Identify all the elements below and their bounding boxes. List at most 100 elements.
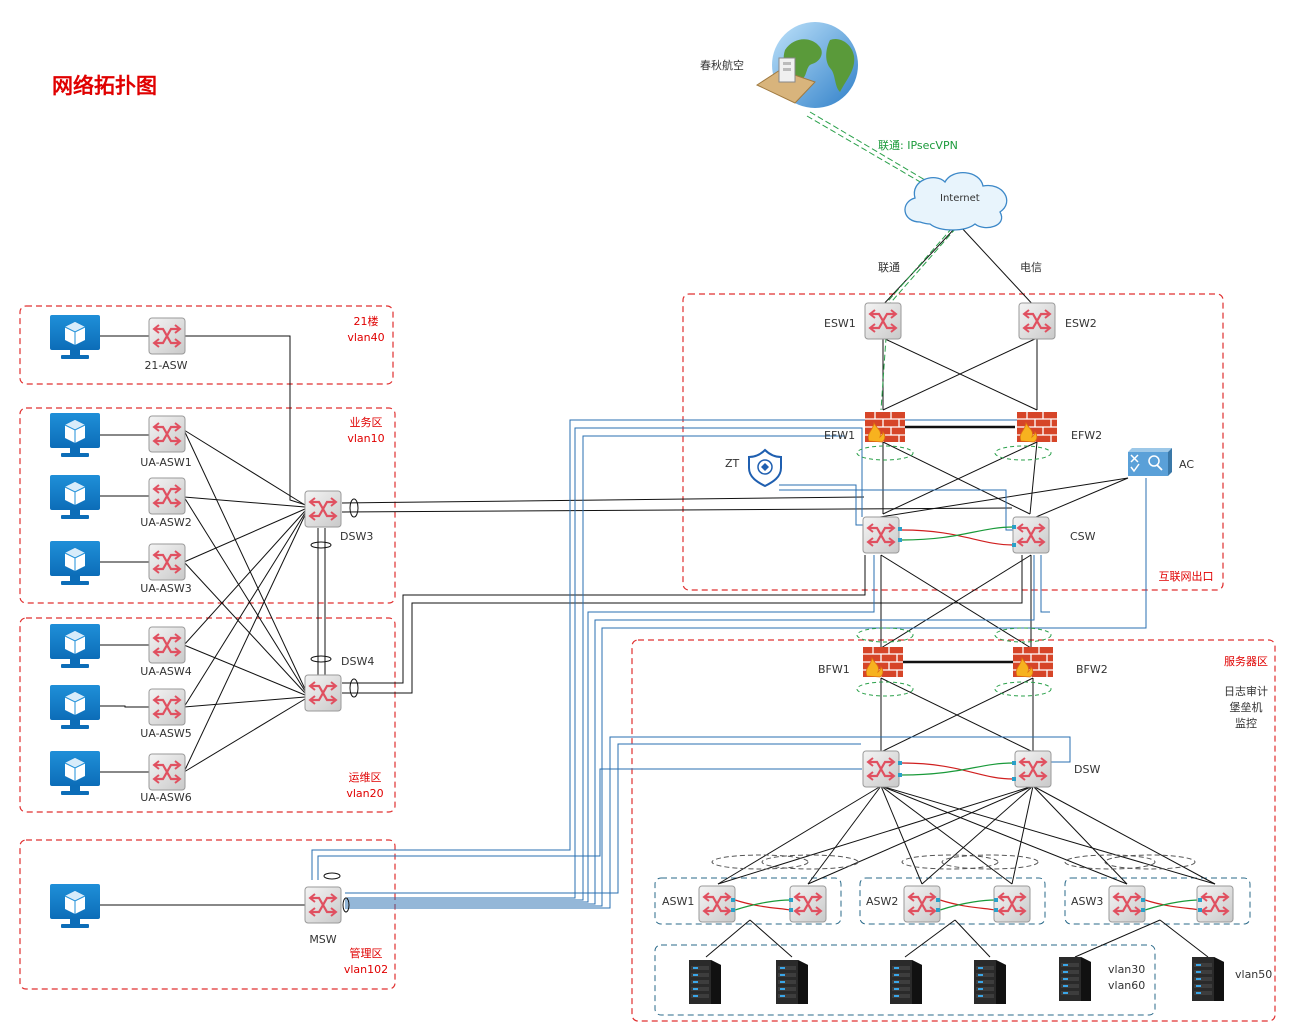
- switch-csw-a-icon[interactable]: [861, 515, 901, 555]
- firewall-bfw1-icon[interactable]: [862, 646, 904, 678]
- switch-dsw3-icon[interactable]: [303, 489, 343, 529]
- server-5-icon[interactable]: [1059, 957, 1091, 1001]
- label-vlan30: vlan30: [1108, 963, 1145, 976]
- switch-ua-asw3-icon[interactable]: [147, 542, 187, 582]
- server-2-icon[interactable]: [776, 960, 808, 1004]
- asw3-stack-box: [1064, 877, 1251, 925]
- switch-dsw-a-icon[interactable]: [861, 749, 901, 789]
- label-esw2: ESW2: [1065, 317, 1097, 330]
- zone-ops-vlan: vlan20: [346, 787, 383, 800]
- zone-floor21-name: 21楼: [354, 314, 379, 328]
- zone-mgmt-box: [19, 839, 396, 990]
- label-ua-asw5: UA-ASW5: [140, 727, 191, 740]
- server-group-box: [654, 944, 1156, 1016]
- zone-ops-box: [19, 617, 396, 813]
- label-ua-asw1: UA-ASW1: [140, 456, 191, 469]
- label-efw2: EFW2: [1071, 429, 1102, 442]
- zone-egress-box: [682, 293, 1224, 591]
- label-ua-asw6: UA-ASW6: [140, 791, 191, 804]
- label-dsw: DSW: [1074, 763, 1100, 776]
- switch-21-asw-icon[interactable]: [147, 316, 187, 356]
- server-1-icon[interactable]: [689, 960, 721, 1004]
- switch-ua-asw4-icon[interactable]: [147, 625, 187, 665]
- server-note-log-audit: 日志审计: [1224, 684, 1268, 698]
- zone-business-name: 业务区: [350, 416, 383, 429]
- zone-mgmt-vlan: vlan102: [344, 963, 388, 976]
- vpn-label: 联通: IPsecVPN: [878, 139, 958, 152]
- firewall-bfw2-icon[interactable]: [1012, 646, 1054, 678]
- pc-ops-1-icon[interactable]: [49, 623, 101, 669]
- switch-esw2-icon[interactable]: [1017, 301, 1057, 341]
- pc-ops-3-icon[interactable]: [49, 750, 101, 796]
- label-dsw3: DSW3: [340, 530, 373, 543]
- switch-asw1-a-icon[interactable]: [697, 884, 737, 924]
- switch-dsw4-icon[interactable]: [303, 673, 343, 713]
- zone-ops-name: 运维区: [349, 771, 382, 784]
- internet-label: Internet: [940, 193, 980, 204]
- pc-business-2-icon[interactable]: [49, 474, 101, 520]
- zt-shield-icon[interactable]: [748, 448, 782, 488]
- label-asw2: ASW2: [866, 895, 898, 908]
- label-asw3: ASW3: [1071, 895, 1103, 908]
- server-note-monitor: 监控: [1235, 716, 1257, 730]
- switch-dsw-b-icon[interactable]: [1013, 749, 1053, 789]
- isp-unicom-label: 联通: [878, 261, 900, 274]
- pc-ops-2-icon[interactable]: [49, 684, 101, 730]
- isp-telecom-label: 电信: [1020, 261, 1042, 274]
- label-asw1: ASW1: [662, 895, 694, 908]
- pc-21f-icon[interactable]: [49, 314, 101, 360]
- label-vlan60: vlan60: [1108, 979, 1145, 992]
- asw1-stack-box: [654, 877, 842, 925]
- zone-server-name: 服务器区: [1224, 655, 1268, 668]
- zone-egress-name: 互联网出口: [1159, 569, 1214, 583]
- zone-floor21-vlan: vlan40: [347, 331, 384, 344]
- internet-cloud-icon: [904, 172, 1008, 231]
- switch-asw1-b-icon[interactable]: [788, 884, 828, 924]
- switch-asw2-b-icon[interactable]: [992, 884, 1032, 924]
- label-esw1: ESW1: [824, 317, 856, 330]
- zone-business-vlan: vlan10: [347, 432, 384, 445]
- label-msw: MSW: [309, 933, 336, 946]
- label-ua-asw3: UA-ASW3: [140, 582, 191, 595]
- zone-floor21-box: [19, 305, 394, 385]
- switch-ua-asw1-icon[interactable]: [147, 414, 187, 454]
- switch-csw-b-icon[interactable]: [1011, 515, 1051, 555]
- firewall-efw1-icon[interactable]: [864, 411, 906, 443]
- label-ac: AC: [1179, 458, 1194, 471]
- globe-icon: [755, 22, 858, 108]
- label-21-asw: 21-ASW: [144, 359, 187, 372]
- switch-ua-asw5-icon[interactable]: [147, 687, 187, 727]
- switch-msw-icon[interactable]: [303, 885, 343, 925]
- label-vlan50: vlan50: [1235, 968, 1272, 981]
- zone-business-box: [19, 407, 396, 604]
- zone-mgmt-name: 管理区: [350, 946, 383, 960]
- pc-business-3-icon[interactable]: [49, 540, 101, 586]
- asw2-stack-box: [859, 877, 1046, 925]
- label-bfw1: BFW1: [818, 663, 850, 676]
- server-note-bastion: 堡垒机: [1230, 700, 1263, 714]
- remote-site-label: 春秋航空: [700, 58, 744, 72]
- server-4-icon[interactable]: [974, 960, 1006, 1004]
- server-3-icon[interactable]: [890, 960, 922, 1004]
- label-zt: ZT: [725, 457, 740, 470]
- ac-controller-icon[interactable]: [1128, 448, 1172, 476]
- label-dsw4: DSW4: [341, 655, 374, 668]
- switch-ua-asw2-icon[interactable]: [147, 476, 187, 516]
- zone-server-box: [631, 639, 1276, 1022]
- switch-esw1-icon[interactable]: [863, 301, 903, 341]
- switch-ua-asw6-icon[interactable]: [147, 752, 187, 792]
- switch-asw2-a-icon[interactable]: [902, 884, 942, 924]
- switch-asw3-a-icon[interactable]: [1107, 884, 1147, 924]
- label-ua-asw2: UA-ASW2: [140, 516, 191, 529]
- firewall-efw2-icon[interactable]: [1016, 411, 1058, 443]
- page-title: 网络拓扑图: [52, 74, 157, 98]
- label-bfw2: BFW2: [1076, 663, 1108, 676]
- pc-business-1-icon[interactable]: [49, 412, 101, 458]
- switch-asw3-b-icon[interactable]: [1195, 884, 1235, 924]
- label-ua-asw4: UA-ASW4: [140, 665, 191, 678]
- server-6-icon[interactable]: [1192, 957, 1224, 1001]
- label-csw: CSW: [1070, 530, 1096, 543]
- pc-mgmt-icon[interactable]: [49, 883, 101, 929]
- label-efw1: EFW1: [824, 429, 855, 442]
